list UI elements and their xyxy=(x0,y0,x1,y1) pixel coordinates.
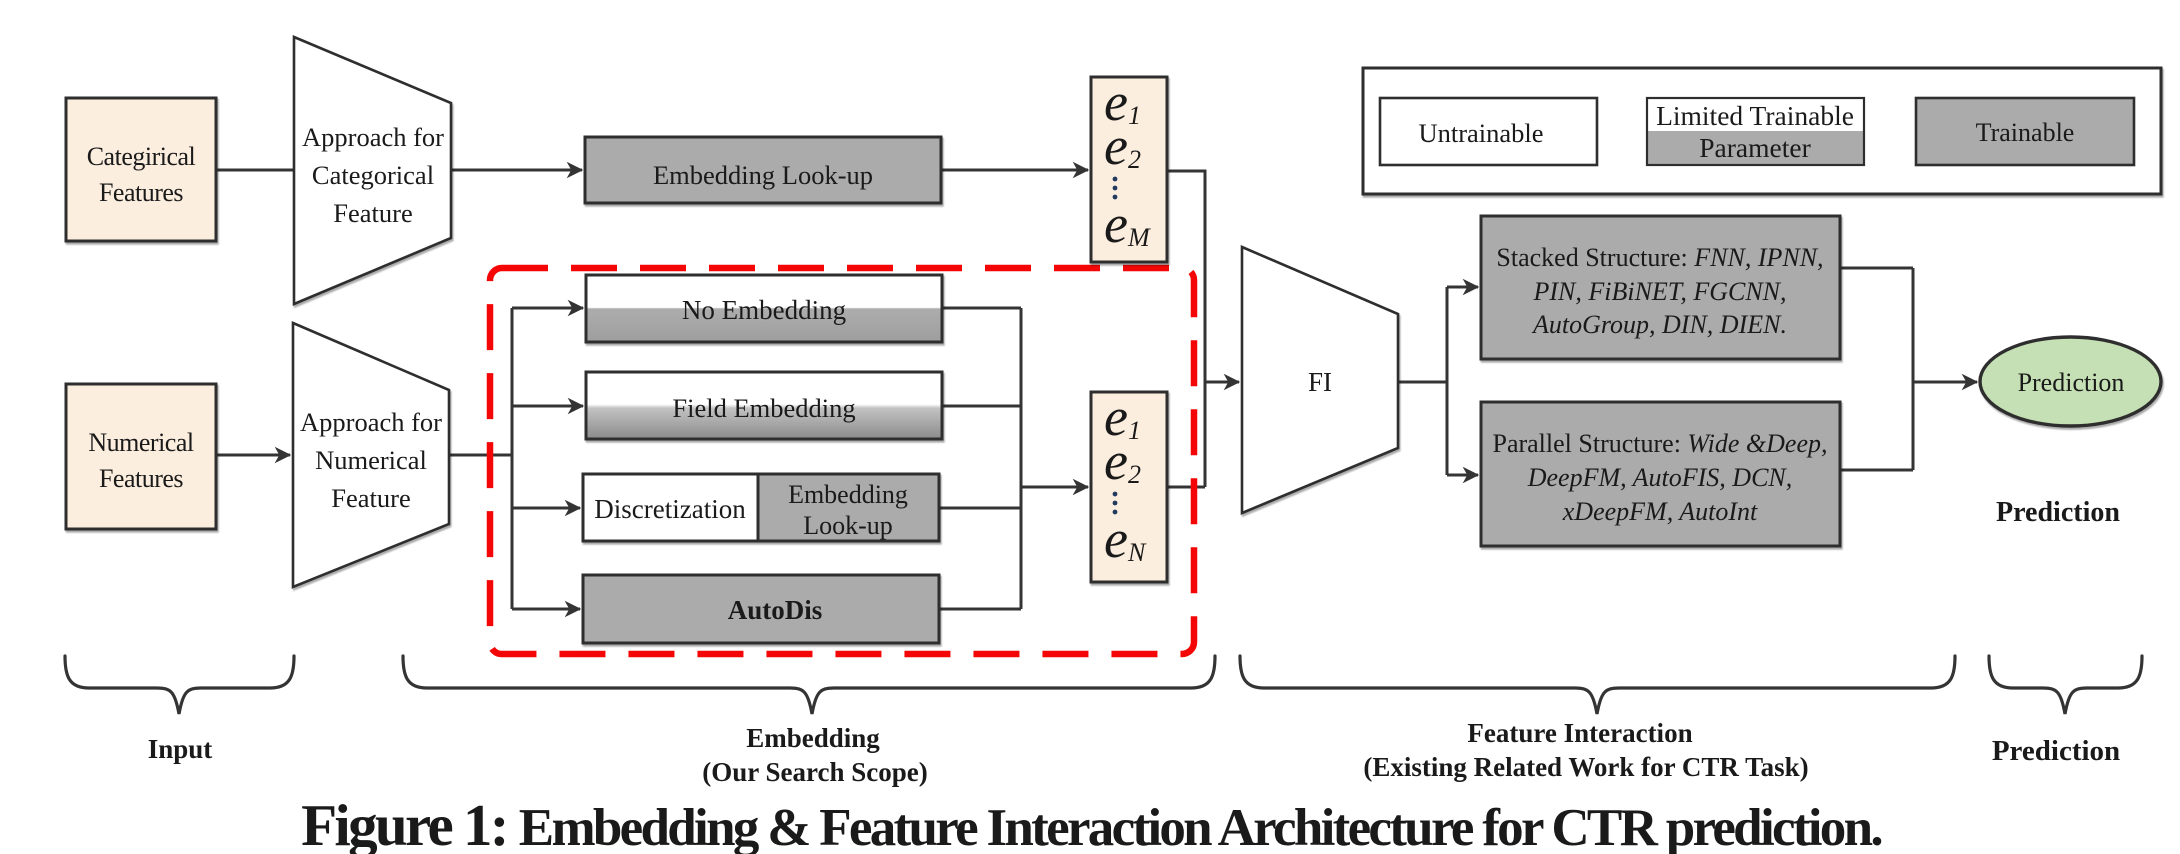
svg-text:AutoDis: AutoDis xyxy=(728,595,823,625)
svg-text:Input: Input xyxy=(148,734,213,764)
svg-text:Approach for: Approach for xyxy=(302,122,444,152)
svg-text:Discretization: Discretization xyxy=(594,494,746,524)
svg-text:(Our Search Scope): (Our Search Scope) xyxy=(702,757,928,787)
svg-text:No Embedding: No Embedding xyxy=(682,295,846,325)
svg-text:Untrainable: Untrainable xyxy=(1418,118,1543,148)
svg-text:Look-up: Look-up xyxy=(803,511,893,540)
svg-text:Numerical: Numerical xyxy=(88,428,194,457)
svg-text:Parameter: Parameter xyxy=(1699,132,1810,163)
svg-text:AutoGroup, DIN, DIEN.: AutoGroup, DIN, DIEN. xyxy=(1531,310,1787,339)
svg-text:Trainable: Trainable xyxy=(1976,118,2075,147)
svg-text:xDeepFM, AutoInt: xDeepFM, AutoInt xyxy=(1562,497,1758,526)
svg-text:Stacked Structure: FNN, IPNN,: Stacked Structure: FNN, IPNN, xyxy=(1496,243,1823,272)
svg-text:Features: Features xyxy=(99,464,183,493)
svg-text:Prediction: Prediction xyxy=(2018,368,2125,397)
svg-text:DeepFM, AutoFIS, DCN,: DeepFM, AutoFIS, DCN, xyxy=(1527,463,1793,492)
svg-text:Limited Trainable: Limited Trainable xyxy=(1656,100,1854,131)
svg-text:Field Embedding: Field Embedding xyxy=(672,393,855,423)
svg-text:Categirical: Categirical xyxy=(87,142,196,171)
svg-text:PIN, FiBiNET, FGCNN,: PIN, FiBiNET, FGCNN, xyxy=(1532,277,1786,306)
svg-text:FI: FI xyxy=(1308,367,1332,397)
svg-text:Prediction: Prediction xyxy=(1992,735,2120,767)
svg-text:Feature Interaction: Feature Interaction xyxy=(1467,718,1692,748)
svg-text:Feature: Feature xyxy=(333,198,412,228)
svg-text:Features: Features xyxy=(99,178,183,207)
svg-text:Feature: Feature xyxy=(331,483,410,513)
svg-text:Embedding: Embedding xyxy=(746,723,880,753)
svg-text:Embedding: Embedding xyxy=(788,480,908,509)
svg-text:Embedding Look-up: Embedding Look-up xyxy=(653,160,873,190)
svg-text:Figure 1: Embedding & Feature: Figure 1: Embedding & Feature Interactio… xyxy=(301,792,1881,854)
svg-text:Numerical: Numerical xyxy=(315,445,427,475)
svg-text:Approach for: Approach for xyxy=(300,407,442,437)
svg-text:Categorical: Categorical xyxy=(312,160,434,190)
svg-text:(Existing Related Work for CTR: (Existing Related Work for CTR Task) xyxy=(1363,752,1808,782)
svg-text:Prediction: Prediction xyxy=(1996,497,2120,528)
svg-text:Parallel Structure: Wide &Deep: Parallel Structure: Wide &Deep, xyxy=(1492,429,1827,458)
